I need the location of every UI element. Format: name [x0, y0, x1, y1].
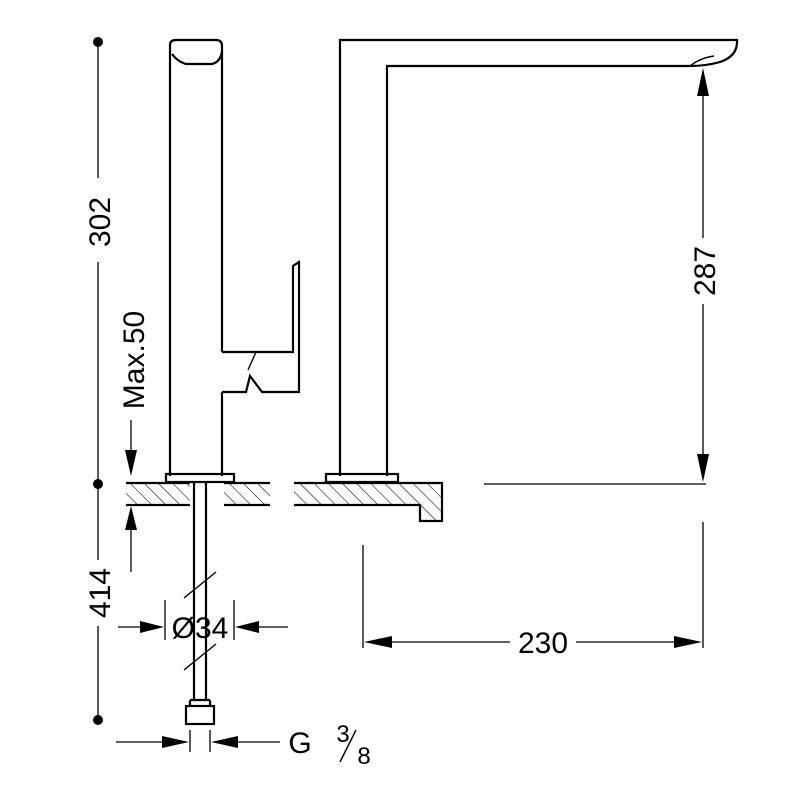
side-body-outline [168, 38, 224, 476]
front-counter-slab [294, 483, 420, 505]
label-thread-den: 8 [357, 743, 370, 770]
front-view [294, 38, 739, 523]
side-counter-right [224, 483, 270, 505]
dimension-labels: 302 Max.50 414 287 230 Ø34 G 3 8 [84, 197, 722, 770]
side-handle-lever [222, 259, 301, 394]
label-thread-letter: G [288, 727, 311, 760]
front-spout-tip [689, 55, 715, 67]
side-counter-left [126, 483, 190, 505]
side-hose [192, 482, 208, 700]
side-hose-break-2 [183, 643, 217, 671]
side-base-ring [164, 472, 236, 484]
side-view [126, 38, 301, 726]
label-below-counter: 414 [84, 568, 117, 618]
label-spout-reach: 230 [518, 627, 568, 660]
front-counter-edge [420, 483, 442, 521]
label-hose-diameter: Ø34 [172, 612, 229, 645]
side-handle-detail [247, 351, 257, 371]
side-top-cap [171, 51, 224, 66]
label-spout-height: 287 [689, 246, 722, 296]
side-hose-break-1 [183, 571, 217, 599]
side-fitting-nut [184, 704, 216, 726]
label-thread-num: 3 [336, 721, 349, 748]
dimension-lines [93, 37, 709, 763]
label-max-counter: Max.50 [118, 311, 151, 409]
front-body-outline [338, 38, 739, 476]
label-overall-height: 302 [84, 197, 117, 247]
